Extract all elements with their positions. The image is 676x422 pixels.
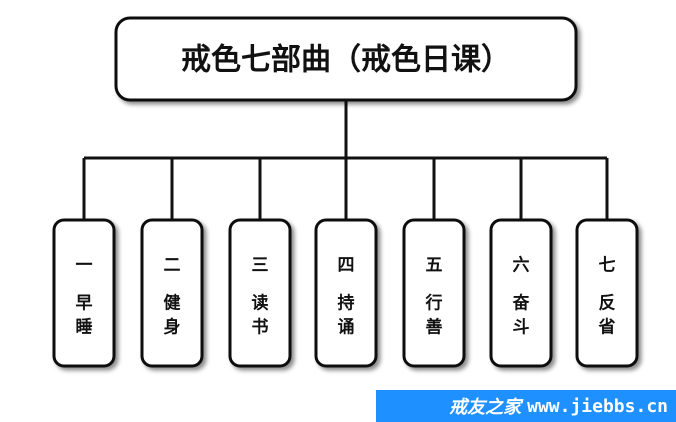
child-node-box (402, 218, 466, 368)
child-node-box (52, 218, 116, 368)
child-node-number: 六 (513, 255, 530, 276)
child-node-box (575, 218, 639, 368)
child-node-name: 行善 (425, 293, 443, 338)
child-node-box (489, 218, 553, 368)
child-node-name: 反省 (598, 294, 616, 338)
root-node-box (114, 16, 578, 102)
child-node-name: 早睡 (76, 294, 93, 338)
child-node-number: 一 (76, 256, 93, 276)
child-node-number: 五 (426, 256, 443, 276)
site-watermark: 戒友之家 www.jiebbs.cn (376, 390, 676, 422)
child-node: 五行善 (402, 218, 466, 368)
child-node-box (314, 218, 378, 368)
child-node-number: 七 (599, 256, 616, 276)
child-node: 四持诵 (314, 218, 378, 368)
child-node: 六奋斗 (489, 218, 553, 368)
child-node-name: 奋斗 (512, 293, 531, 338)
child-node: 七反省 (575, 218, 639, 368)
child-node-name: 健身 (164, 293, 181, 338)
watermark-url: www.jiebbs.cn (527, 395, 668, 417)
connector-lines (82, 100, 609, 220)
child-node: 三读书 (228, 218, 292, 368)
child-node-number: 四 (338, 256, 355, 276)
root-node: 戒色七部曲（戒色日课） (114, 16, 578, 102)
child-node: 一早睡 (52, 218, 116, 368)
child-node-number: 三 (252, 256, 269, 276)
root-node-label: 戒色七部曲（戒色日课） (181, 43, 511, 78)
child-node-box (140, 218, 204, 368)
child-node-name: 读书 (252, 293, 269, 338)
child-node-number: 二 (164, 256, 181, 276)
child-node-box (228, 218, 292, 368)
child-node-name: 持诵 (338, 293, 355, 338)
child-node: 二健身 (140, 218, 204, 368)
watermark-site-name: 戒友之家 (449, 397, 522, 418)
